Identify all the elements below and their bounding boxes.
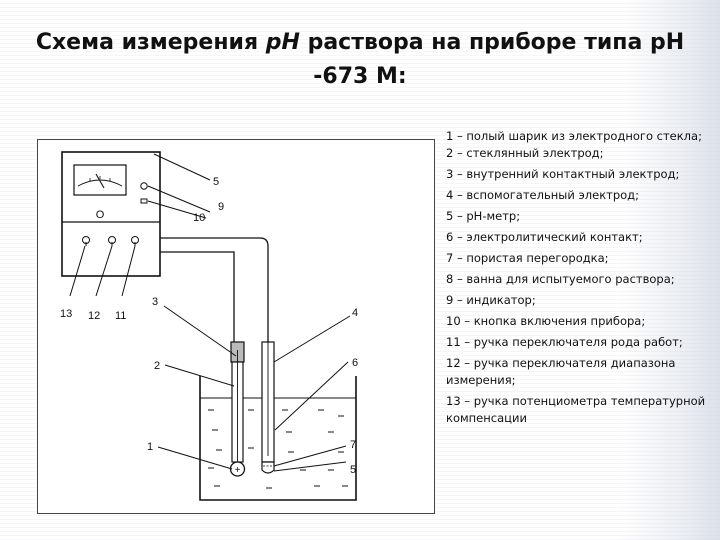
legend-item: 6 – электролитический контакт;	[446, 230, 643, 244]
cable-glass-electrode	[160, 251, 235, 342]
meter-needle	[95, 173, 105, 189]
callout-6: 6	[352, 357, 358, 369]
callout-5: 5	[213, 176, 219, 188]
diagram-svg: О +	[60, 151, 358, 501]
callout-12: 12	[88, 310, 100, 322]
title-italic: pH	[265, 30, 300, 55]
indicator-lamp	[140, 182, 148, 190]
title-prefix: Схема измерения	[35, 30, 266, 55]
svg-text:+: +	[235, 465, 241, 476]
beaker	[199, 376, 357, 501]
legend-item: 12 – ручка переключателя диапазона измер…	[446, 356, 676, 387]
legend-item: 8 – ванна для испытуемого раствора;	[446, 272, 675, 286]
callout-3: 3	[152, 296, 158, 308]
callout-1: 1	[147, 441, 153, 453]
callout-4: 4	[352, 307, 358, 319]
callout-11: 11	[115, 310, 126, 322]
legend-item: 11 – ручка переключателя рода работ;	[446, 335, 683, 349]
title-suffix: раствора на приборе типа pH -673 М:	[299, 30, 685, 89]
ph-measurement-diagram: О +	[37, 139, 435, 514]
callout-10: 10	[193, 212, 205, 224]
legend-item: 1 – полый шарик из электродного стекла; …	[446, 129, 702, 160]
legend-item: 13 – ручка потенциометра температурной к…	[446, 394, 706, 425]
porous-partition	[261, 461, 275, 474]
legend-item: 10 – кнопка включения прибора;	[446, 314, 646, 328]
callout-leaders	[69, 153, 351, 472]
legend-item: 9 – индикатор;	[446, 293, 536, 307]
legend-list: 1 – полый шарик из электродного стекла; …	[446, 128, 708, 431]
callout-2: 2	[154, 360, 160, 372]
meter-dial-mark: О	[96, 209, 105, 221]
solution-dashes	[208, 409, 348, 489]
legend-item: 7 – пористая перегородка;	[446, 251, 609, 265]
legend-item: 4 – вспомогательный электрод;	[446, 188, 640, 202]
callout-7: 7	[350, 439, 356, 451]
power-button	[140, 198, 148, 204]
callout-9: 9	[218, 201, 224, 213]
legend-item: 3 – внутренний контактный электрод;	[446, 167, 680, 181]
cable-aux-electrode	[160, 237, 269, 342]
slide-title: Схема измерения pH раствора на приборе т…	[20, 26, 700, 94]
legend-item: 5 – pH-метр;	[446, 209, 521, 223]
callout-5b: 5	[350, 464, 356, 476]
callout-13: 13	[60, 308, 72, 320]
